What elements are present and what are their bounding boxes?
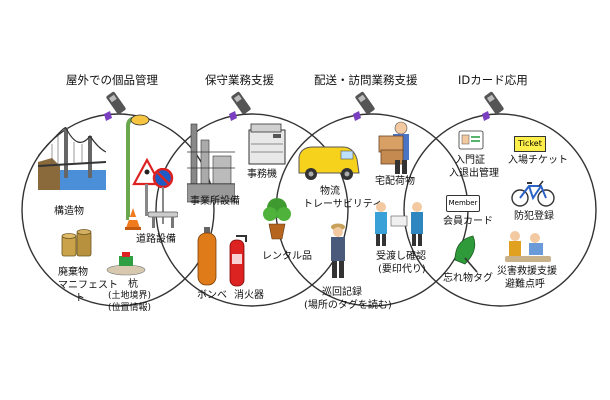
label-bicycle-registration: 防犯登録: [514, 211, 554, 222]
rfid-reader-icon: [482, 91, 504, 121]
patrol-worker-icon: [331, 223, 345, 278]
copier-icon: [248, 123, 286, 165]
potted-plant-icon: [263, 198, 291, 240]
plant-facility-icon: [187, 123, 235, 203]
id-card-icon: [458, 130, 484, 150]
label-ticket: 入場チケット: [508, 155, 568, 166]
title-outdoor: 屋外での個品管理: [66, 73, 158, 87]
label-seal-substitute: (要印代り): [378, 264, 426, 275]
suspension-bridge-icon: [38, 126, 106, 190]
label-member-card: 会員カード: [443, 216, 493, 227]
label-disaster-relief: 災害救援支援: [497, 266, 557, 277]
label-rental: レンタル品: [262, 251, 312, 262]
disaster-relief-icon: [505, 231, 551, 262]
title-delivery: 配送・訪問業務支援: [314, 73, 418, 87]
label-entry-pass: 入門証: [455, 155, 485, 166]
member-card-text: Member: [448, 199, 478, 207]
ticket-icon: Ticket: [514, 136, 546, 152]
label-facility: 事業所設備: [190, 196, 240, 207]
fire-extinguisher-icon: [229, 235, 247, 287]
delivery-van-icon: [298, 146, 360, 180]
waste-drums-icon: [61, 229, 92, 257]
circle-idcard: [403, 113, 597, 307]
bicycle-icon: [511, 180, 555, 207]
label-parcel: 宅配荷物: [375, 176, 415, 187]
umbrella-icon: [454, 235, 478, 273]
label-office-machine: 事務機: [247, 169, 277, 180]
label-traceability: トレーサビリティ: [303, 199, 383, 210]
label-patrol-record: 巡回記録: [322, 287, 362, 298]
rfid-reader-icon: [229, 91, 251, 121]
label-manifest: マニフェスト: [58, 280, 118, 291]
boundary-stake-icon: [106, 252, 146, 276]
label-cylinder: ボンベ: [197, 290, 227, 301]
no-entry-sign-icon: [152, 168, 174, 224]
label-receipt: 受渡し確認: [376, 251, 426, 262]
label-logistics: 物流: [320, 186, 340, 197]
label-manifest-tail: ト: [75, 293, 85, 304]
label-stake-location: (位置情報): [108, 303, 152, 313]
ticket-text: Ticket: [518, 139, 542, 148]
guardrail-icon: [148, 211, 178, 228]
circle-maintenance: [155, 113, 349, 307]
rfid-reader-icon: [353, 91, 375, 121]
label-lost-item-tag: 忘れ物タグ: [443, 273, 493, 284]
label-stake: 杭: [128, 279, 138, 290]
label-extinguisher: 消火器: [234, 290, 264, 301]
label-waste: 廃棄物: [58, 267, 88, 278]
traffic-cone-icon: [125, 208, 141, 230]
label-road-equipment: 道路設備: [136, 234, 176, 245]
handover-icon: [375, 202, 423, 246]
label-entry-exit: 入退出管理: [449, 168, 499, 179]
street-lamp-icon: [126, 114, 150, 220]
title-maintenance: 保守業務支援: [205, 73, 274, 87]
title-idcard: IDカード応用: [458, 73, 528, 87]
gas-cylinder-icon: [197, 227, 217, 286]
circle-outdoor: [21, 113, 215, 307]
label-evacuation-rollcall: 避難点呼: [505, 279, 545, 290]
label-structure: 構造物: [54, 206, 84, 217]
parcel-carrier-icon: [378, 121, 409, 174]
member-card-icon: Member: [446, 195, 480, 212]
rfid-reader-icon: [104, 91, 126, 121]
label-stake-boundary: (土地境界): [108, 291, 152, 301]
label-read-location-tag: (場所のタグを読む): [304, 300, 392, 311]
